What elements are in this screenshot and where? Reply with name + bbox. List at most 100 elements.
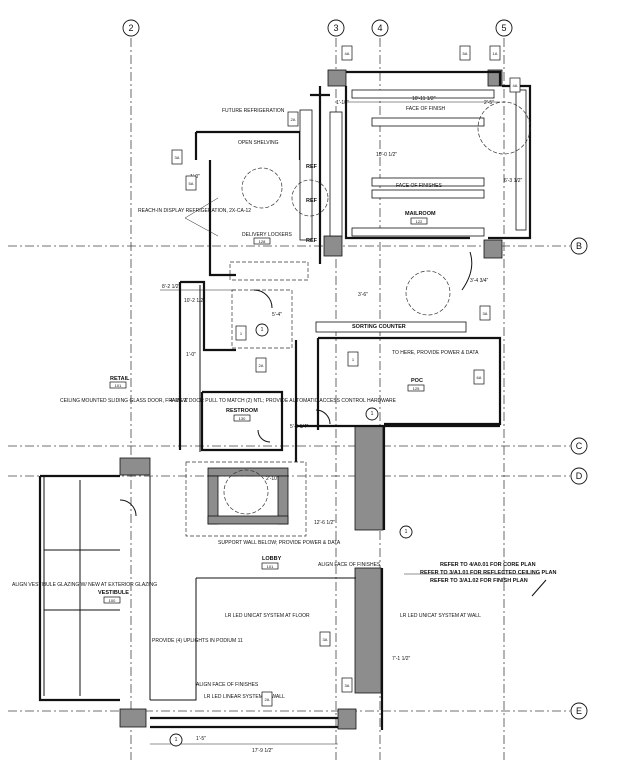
note-core-plan: REFER TO 4/A0.01 FOR CORE PLAN (440, 562, 536, 568)
grid-bubble-col-4: 4 (371, 19, 389, 37)
room-mailroom: MAILROOM 122 (405, 211, 436, 225)
dim-d11: 17'-9 1/2" (252, 748, 273, 754)
dim-d1: 1'-10" (336, 100, 349, 106)
svg-text:3A: 3A (483, 311, 488, 316)
note-support-wall: SUPPORT WALL BELOW; PROVIDE POWER & DATA (218, 540, 341, 546)
tag-t11: 2A (255, 357, 267, 373)
svg-text:5A: 5A (463, 51, 468, 56)
grid-bubble-row-d: D (570, 467, 588, 485)
dim-d7: 10'-2 1/2" (184, 298, 205, 304)
room-poc: POC 125 (407, 378, 425, 392)
grid-label-2: 2 (128, 23, 133, 33)
note-ref-3: REF (306, 238, 318, 244)
svg-text:1: 1 (261, 327, 264, 333)
restroom-number: 130 (239, 416, 246, 421)
grid-label-3: 3 (333, 23, 338, 33)
mailroom-name: MAILROOM (405, 211, 436, 217)
tag-t15: 3A (341, 677, 353, 693)
svg-text:1A: 1A (493, 51, 498, 56)
shelving-units (299, 89, 527, 241)
dashed-outlines (185, 101, 531, 537)
tag-t1: 4A (341, 45, 353, 61)
dim-d6: 3'-4 3/4" (470, 278, 489, 284)
note-led-right: LR LED UNICAT SYSTEM AT WALL (400, 613, 481, 619)
lobby-name: LOBBY (262, 556, 282, 562)
room-vestibule: VESTIBULE 100 (98, 590, 129, 604)
note-reach-in: REACH-IN DISPLAY REFRIGERATION, 2X-CA-12 (138, 208, 251, 214)
poc-number: 125 (413, 386, 420, 391)
grid-label-e: E (576, 706, 582, 716)
tag-t6: 5A (185, 175, 197, 191)
tag-t4: 4A (509, 77, 521, 93)
retail-number: 101 (115, 383, 122, 388)
svg-text:2A: 2A (265, 697, 270, 702)
delivery-lockers-number: 128 (259, 239, 266, 244)
retail-name: RETAIL (110, 376, 130, 382)
room-open-shelving: OPEN SHELVING (238, 140, 279, 146)
callout-c3: 1 (169, 733, 183, 747)
tag-t9: 1 (235, 325, 247, 341)
note-align-finishes: ALIGN FACE OF FINISHES (196, 682, 259, 688)
dim-d13: 3'-6" (358, 292, 368, 298)
dim-d15: 5'-3 1/4" (290, 424, 309, 430)
room-sorting-counter: SORTING COUNTER (352, 324, 406, 330)
tag-t3: 1A (489, 45, 501, 61)
dim-d2: 10'-11 1/2" (412, 96, 436, 102)
tag-t13: 3A (319, 631, 331, 647)
svg-text:2A: 2A (291, 117, 296, 122)
dim-d10: 4'-2 1/2" (170, 398, 189, 404)
tag-t10: 6A (473, 369, 485, 385)
hatched-walls (119, 69, 503, 730)
svg-text:3A: 3A (175, 155, 180, 160)
svg-text:3A: 3A (323, 637, 328, 642)
delivery-lockers-name: DELIVERY LOCKERS (242, 232, 293, 238)
note-face-of-finishes: FACE OF FINISHES (396, 183, 443, 189)
room-retail: RETAIL 101 (109, 376, 130, 389)
svg-text:4A: 4A (345, 51, 350, 56)
note-ref-2: REF (306, 198, 318, 204)
svg-text:1: 1 (371, 411, 374, 417)
callout-c2: 1 (399, 525, 413, 539)
grid-label-b: B (576, 241, 582, 251)
dim-d3: 2'-5" (484, 100, 494, 106)
grid-bubble-row-b: B (570, 237, 588, 255)
vestibule-number: 100 (109, 598, 116, 603)
dimensions: 1'-10" 10'-11 1/2" 2'-5" 1'-0" 6'-3 1/2"… (150, 96, 523, 754)
callouts: 1 1 1 1 (169, 323, 413, 747)
callout-c1: 1 (365, 407, 379, 421)
note-align-vestibule: ALIGN VESTIBULE GLAZING W/ NEW AT EXTERI… (12, 582, 157, 588)
open-shelving-name: OPEN SHELVING (238, 140, 279, 146)
restroom-name: RESTROOM (226, 408, 258, 414)
tag-t7: 2A (287, 111, 299, 127)
north-arrow-icon (531, 579, 547, 597)
note-to-here: TO HERE, PROVIDE POWER & DATA (392, 350, 479, 356)
dim-d9: 8'-2 1/2" (162, 284, 181, 290)
note-rcp: REFER TO 3/A1.01 FOR REFLECTED CEILING P… (420, 570, 557, 576)
svg-text:2A: 2A (259, 363, 264, 368)
note-led-floor: LR LED UNICAT SYSTEM AT FLOOR (225, 613, 310, 619)
room-delivery-lockers: DELIVERY LOCKERS 128 (242, 232, 293, 245)
note-led-bottom: LR LED LINEAR SYSTEM AT WALL (204, 694, 285, 700)
tag-t5: 3A (171, 149, 183, 165)
note-face-of-finish: FACE OF FINISH (406, 106, 446, 112)
room-restroom: RESTROOM 130 (226, 408, 258, 422)
tag-t2: 5A (459, 45, 471, 61)
lobby-number: 101 (267, 564, 274, 569)
note-ceiling-sliding: CEILING MOUNTED SLIDING GLASS DOOR, FRAM… (60, 398, 397, 404)
notes: FUTURE REFRIGERATION REACH-IN DISPLAY RE… (12, 106, 557, 700)
grid-label-d: D (576, 471, 583, 481)
dim-d12: 5'-4" (272, 312, 282, 318)
svg-text:1: 1 (175, 737, 178, 743)
dim-d16: 12'-6 1/2" (314, 520, 335, 526)
dim-d5: 6'-3 1/2" (504, 178, 523, 184)
grid-bubble-row-c: C (570, 437, 588, 455)
svg-text:1: 1 (405, 529, 408, 535)
svg-text:1: 1 (352, 357, 355, 362)
dim-d8: 1'-0" (186, 352, 196, 358)
grid-bubble-col-2: 2 (122, 19, 140, 37)
tag-t14: 2A (261, 691, 273, 707)
svg-text:5A: 5A (189, 181, 194, 186)
mailroom-number: 122 (416, 219, 423, 224)
note-ref-1: REF (306, 164, 318, 170)
